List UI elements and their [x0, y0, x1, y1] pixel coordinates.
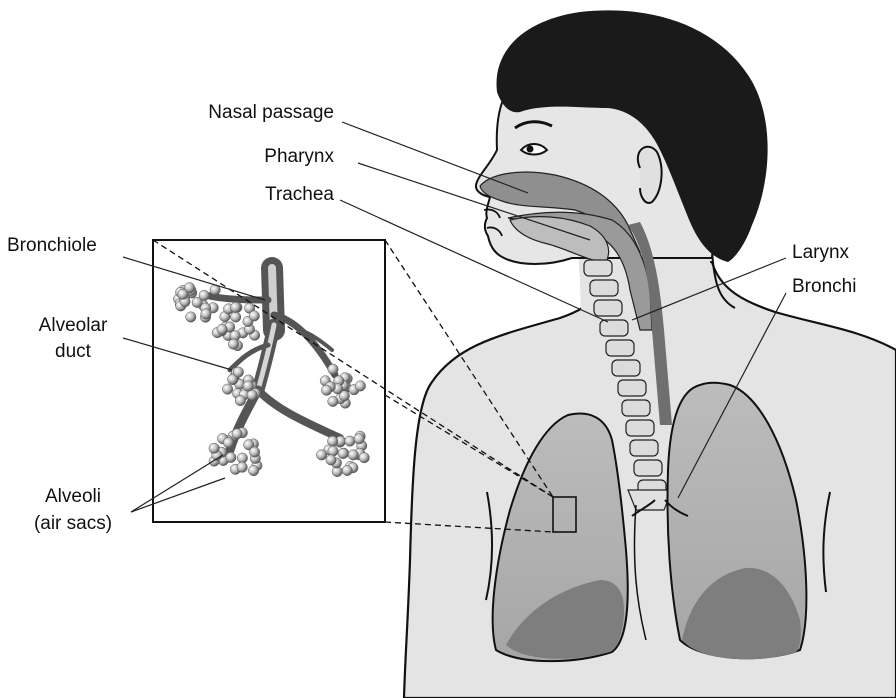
alveolus: [232, 429, 242, 439]
alveolus: [328, 396, 338, 406]
trachea-ring: [630, 440, 658, 456]
label-alveolar-duct-line1: Alveolar: [39, 315, 108, 336]
trachea-ring: [590, 280, 618, 296]
trachea-ring: [634, 460, 662, 476]
alveolus: [226, 452, 236, 462]
alveolus: [186, 312, 196, 322]
alveolus: [235, 395, 245, 405]
alveolus: [321, 385, 331, 395]
alveolus: [338, 448, 348, 458]
trachea-ring: [594, 300, 622, 316]
alveoli-inset: [153, 240, 385, 522]
alveolus: [359, 453, 369, 463]
eye: [521, 144, 547, 155]
label-pharynx: Pharynx: [264, 146, 334, 167]
alveolus: [328, 364, 338, 374]
label-bronchiole: Bronchiole: [7, 235, 97, 256]
alveolus: [316, 450, 326, 460]
label-trachea: Trachea: [265, 184, 334, 205]
alveolus: [222, 384, 232, 394]
trachea-ring: [626, 420, 654, 436]
alveolus: [237, 453, 247, 463]
alveolus: [354, 434, 364, 444]
alveolus: [247, 390, 257, 400]
trachea-ring: [600, 320, 628, 336]
alveolus: [217, 324, 227, 334]
ear: [638, 147, 662, 203]
alveolus: [178, 289, 188, 299]
alveolus: [243, 381, 253, 391]
label-bronchi: Bronchi: [792, 276, 856, 297]
alveolus: [231, 302, 241, 312]
label-alveolar-duct-line2: duct: [55, 341, 92, 362]
alveolus: [201, 309, 211, 319]
alveolus: [355, 381, 365, 391]
alveolus: [237, 462, 247, 472]
trachea-ring: [612, 360, 640, 376]
alveolus: [249, 447, 259, 457]
trachea-ring: [622, 400, 650, 416]
trachea-ring: [584, 260, 612, 276]
label-larynx: Larynx: [792, 242, 850, 263]
alveolus: [209, 443, 219, 453]
alveolus: [345, 436, 355, 446]
alveolus: [228, 339, 238, 349]
alveolus: [342, 465, 352, 475]
alveolus: [249, 311, 259, 321]
alveolus: [348, 450, 358, 460]
trachea-ring: [618, 380, 646, 396]
alveolus: [326, 455, 336, 465]
alveolus: [231, 312, 241, 322]
alveolus: [223, 438, 233, 448]
trachea-ring: [606, 340, 634, 356]
label-nasal-passage: Nasal passage: [208, 102, 334, 123]
alveolus: [328, 436, 338, 446]
label-alveoli-line1: Alveoli: [45, 486, 101, 507]
alveolus: [248, 465, 258, 475]
alveolus: [199, 290, 209, 300]
alveolus: [233, 367, 243, 377]
label-alveoli-line2: (air sacs): [34, 513, 112, 534]
